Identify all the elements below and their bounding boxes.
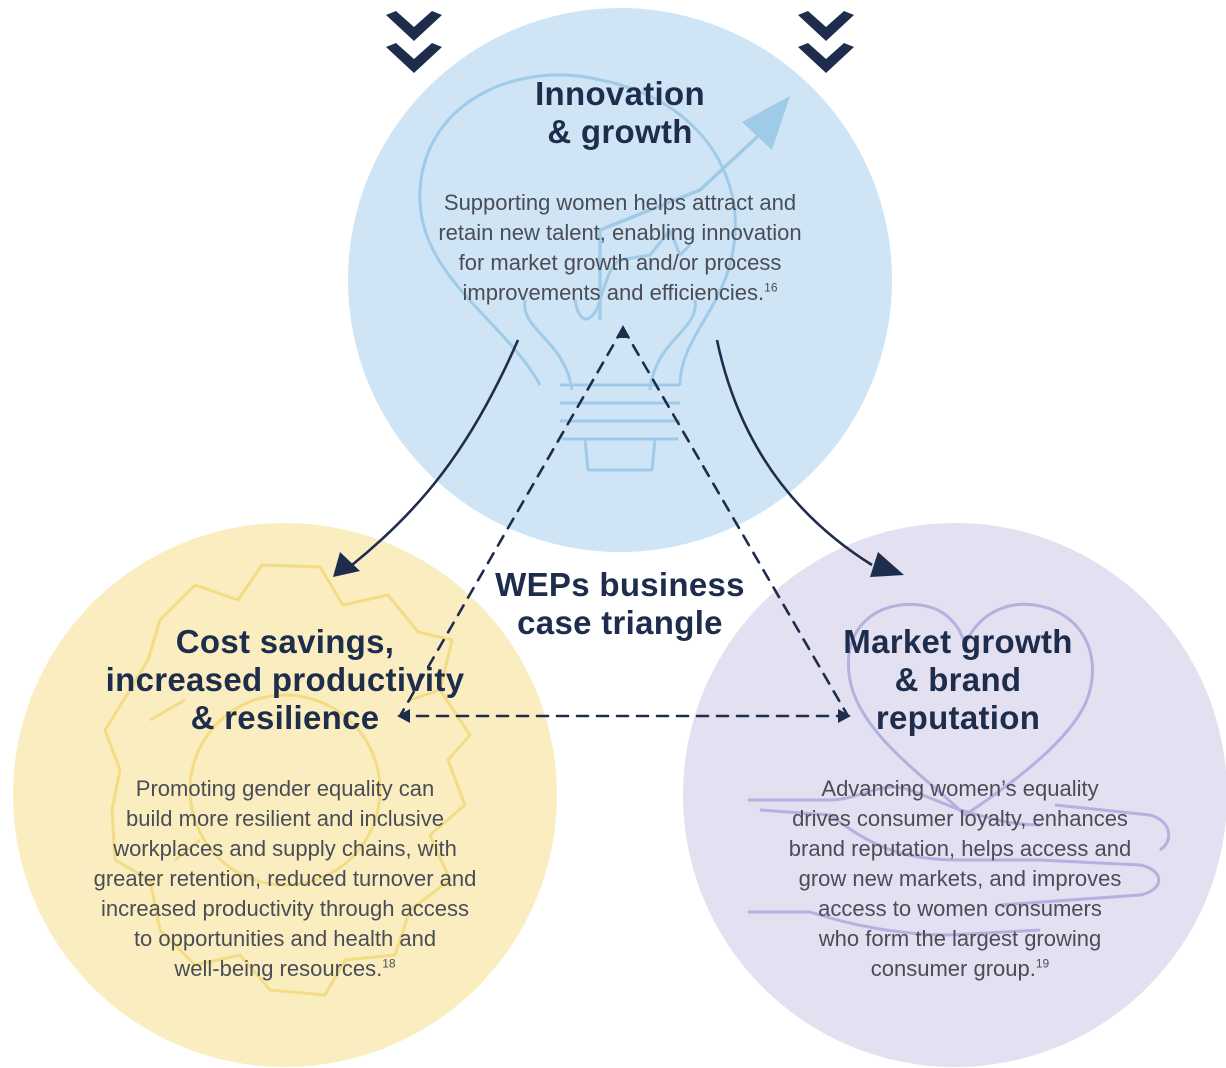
arrow-to-cost [351,339,520,567]
lightbulb-growth-arrow-icon [418,73,790,472]
cost-body-text: Promoting gender equality can build more… [93,776,477,981]
dashed-triangle [398,326,850,718]
market-description: Advancing women’s equality drives consum… [740,774,1180,984]
innovation-description: Supporting women helps attract and retai… [390,188,850,308]
center-title-line1: WEPs business [495,566,745,603]
market-footnote-ref: 19 [1035,956,1050,971]
triangle-left-marker [397,709,410,723]
center-title: WEPs business case triangle [470,566,770,642]
market-title-line1: Market growth [843,623,1073,660]
innovation-title-line1: Innovation [535,75,705,112]
cost-footnote-ref: 18 [382,956,396,971]
innovation-body-text: Supporting women helps attract and retai… [438,190,802,305]
arrow-to-market [715,339,873,567]
market-body-text: Advancing women’s equality drives consum… [788,776,1132,981]
innovation-heading: Innovation & growth [470,75,770,151]
cost-description: Promoting gender equality can build more… [40,774,530,984]
cost-title-line2: increased productivity [105,661,465,698]
market-title-line2: & brand [894,661,1022,698]
center-title-line2: case triangle [517,604,723,641]
gear-icon [103,563,472,997]
market-title-line3: reputation [875,699,1041,736]
curved-arrows [351,339,873,567]
chevron-down-icon-left [386,11,442,73]
arrow-head-market-icon [870,552,904,577]
innovation-footnote-ref: 16 [764,280,778,295]
innovation-title-line2: & growth [547,113,693,150]
cost-title-line3: & resilience [190,699,380,736]
market-heading: Market growth & brand reputation [808,623,1108,737]
triangle-top-marker [616,325,630,338]
heart-in-hand-icon [748,602,1171,937]
triangle-right-marker [838,709,851,723]
cost-heading: Cost savings, increased productivity & r… [60,623,510,737]
market-circle [683,523,1226,1067]
innovation-circle [348,8,892,552]
arrow-head-cost-icon [333,552,360,577]
chevron-down-icon-right [798,11,854,73]
cost-title-line1: Cost savings, [175,623,395,660]
